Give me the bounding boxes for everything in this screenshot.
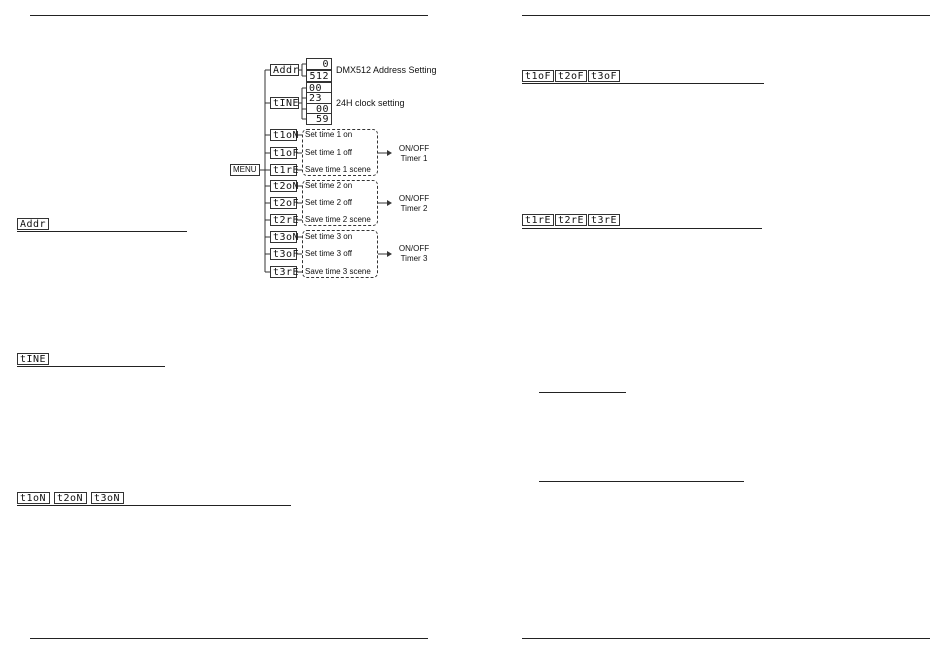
- timer2-row-on: Set time 2 on: [305, 181, 353, 190]
- timer1-save-code: t1rE: [270, 164, 299, 176]
- timer1-on-code: t1oN: [270, 129, 299, 141]
- right-page-bottom-rule: [522, 638, 930, 639]
- heading-on-1-display: t1oN: [17, 492, 50, 504]
- timer3-target-line1: ON/OFF: [398, 244, 430, 253]
- heading-re-3-display: t3rE: [588, 214, 620, 226]
- time-value-3-display: 59: [306, 113, 332, 125]
- timer3-save-code: t3rE: [270, 266, 299, 278]
- heading-off-underline: [522, 83, 764, 84]
- addr-value-1-display: 512: [306, 70, 332, 82]
- timer2-target-line2: Timer 2: [400, 204, 428, 213]
- heading-off-2-display: t2oF: [555, 70, 587, 82]
- timer1-target: ON/OFF Timer 1: [394, 144, 434, 164]
- heading-time-display: tINE: [17, 353, 49, 365]
- timer2-save-code: t2rE: [270, 214, 299, 226]
- timer2-row-save: Save time 2 scene: [305, 215, 371, 224]
- timer3-settings-box: [302, 230, 378, 278]
- timer1-row-off: Set time 1 off: [305, 148, 352, 157]
- timer1-off-code: t1oF: [270, 147, 299, 159]
- time-code-display: tINE: [270, 97, 299, 109]
- timer3-target-line2: Timer 3: [400, 254, 428, 263]
- timer2-on-code: t2oN: [270, 180, 299, 192]
- timer1-row-on: Set time 1 on: [305, 130, 353, 139]
- time-label: 24H clock setting: [336, 98, 405, 108]
- timer3-row-on: Set time 3 on: [305, 232, 353, 241]
- timer3-target: ON/OFF Timer 3: [394, 244, 434, 264]
- heading-re-1-display: t1rE: [522, 214, 554, 226]
- left-page-top-rule: [30, 15, 428, 16]
- heading-re-underline: [522, 228, 762, 229]
- blank-underline-1: [539, 392, 626, 393]
- heading-on-underline: [17, 505, 291, 506]
- left-page-bottom-rule: [30, 638, 428, 639]
- timer2-target: ON/OFF Timer 2: [394, 194, 434, 214]
- timer1-row-save: Save time 1 scene: [305, 165, 371, 174]
- addr-value-0-display: 0: [306, 58, 332, 70]
- timer2-off-code: t2oF: [270, 197, 299, 209]
- heading-re-2-display: t2rE: [555, 214, 587, 226]
- addr-code-display: Addr: [270, 64, 299, 76]
- heading-addr-underline: [17, 231, 187, 232]
- heading-off-3-display: t3oF: [588, 70, 620, 82]
- addr-label: DMX512 Address Setting: [336, 65, 437, 75]
- heading-time-underline: [17, 366, 165, 367]
- timer1-settings-box: [302, 129, 378, 176]
- heading-on-3-display: t3oN: [91, 492, 124, 504]
- timer2-row-off: Set time 2 off: [305, 198, 352, 207]
- heading-off-1-display: t1oF: [522, 70, 554, 82]
- timer2-settings-box: [302, 180, 378, 226]
- timer1-target-line1: ON/OFF: [398, 144, 430, 153]
- timer2-target-line1: ON/OFF: [398, 194, 430, 203]
- heading-on-2-display: t2oN: [54, 492, 87, 504]
- timer3-off-code: t3oF: [270, 248, 299, 260]
- timer3-on-code: t3oN: [270, 231, 299, 243]
- blank-underline-2: [539, 481, 744, 482]
- timer1-target-line2: Timer 1: [400, 154, 428, 163]
- timer3-row-save: Save time 3 scene: [305, 267, 371, 276]
- timer3-row-off: Set time 3 off: [305, 249, 352, 258]
- heading-addr-display: Addr: [17, 218, 49, 230]
- menu-label: MENU: [230, 164, 260, 176]
- right-page-top-rule: [522, 15, 930, 16]
